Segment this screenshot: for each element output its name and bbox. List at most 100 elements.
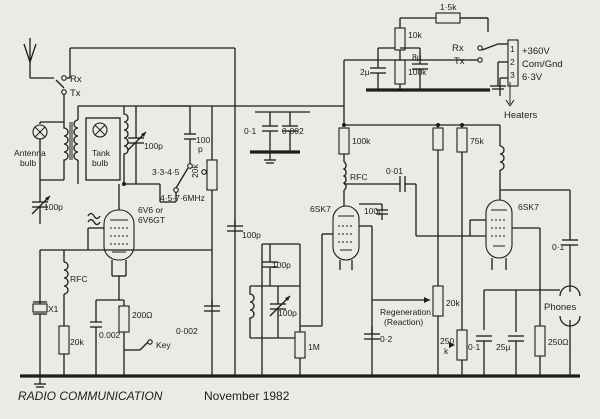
rx-ht-rail: [342, 123, 500, 127]
antenna-bulb-label-1: Antenna: [14, 148, 46, 158]
c-100p-tank-label: 100p: [144, 141, 163, 151]
com-label: Com/Gnd: [522, 59, 563, 70]
c-001: 0·01: [386, 166, 486, 237]
pin3-label: 3: [510, 70, 515, 80]
r-75k-label: 75k: [470, 136, 484, 146]
band-switch: 100 p 3·3-4·5 4·5-7·6MHz: [152, 105, 210, 203]
r-100k-rx: 100k: [338, 127, 371, 155]
osc-left-chain: X1: [32, 228, 212, 376]
regen-label-b: (Reaction): [384, 317, 423, 327]
antenna-bulb-label-2: bulb: [20, 158, 36, 168]
tank-bulb-label-2: bulb: [92, 158, 108, 168]
tube2-label: 6SK7: [310, 204, 331, 214]
r-20k-regen-label: 20k: [446, 298, 460, 308]
pin2-label: 2: [510, 57, 515, 67]
tank-bulb: Tank bulb: [85, 117, 121, 181]
regeneration-pot: 20k Regeneration (Reaction): [372, 125, 460, 376]
rfc2: RFC: [342, 154, 388, 206]
c-01-out-label: 0·1: [552, 242, 565, 252]
tx-label: Tx: [70, 88, 81, 99]
rfc1: RFC 20k: [58, 250, 87, 376]
r-100k-ps-label: 100k: [408, 67, 427, 77]
tube-6sk7-af: 6SK7: [469, 199, 541, 326]
c-100p-tune-label: 100p: [278, 308, 297, 318]
footer: RADIO COMMUNICATION November 1982: [18, 389, 290, 403]
pin1-label: 1: [510, 44, 515, 54]
decoupling-caps: 0·1 0·002: [244, 111, 310, 164]
c-0002-label: 0·002: [282, 126, 304, 136]
key-label: Key: [156, 340, 171, 350]
c-8u-label: 8µ: [412, 52, 422, 62]
antenna-tuning-cap: 100p: [31, 180, 63, 224]
c-01-af-label: 0·1: [468, 342, 481, 352]
c-02-label: 0·2: [380, 334, 393, 344]
c-0002-low-label: 0·002: [176, 326, 198, 336]
r-1k5-label: 1·5k: [440, 2, 457, 12]
heaters-label: Heaters: [504, 110, 538, 121]
ps-tr-switch: Rx Tx: [343, 17, 508, 125]
antenna-symbol: [23, 38, 54, 79]
tube-6sk7-det: 6SK7: [310, 204, 373, 376]
r-75k: 75k: [456, 125, 484, 330]
af-cathode: 0·1 25µ 250Ω: [468, 289, 569, 376]
r-20k-mid-label: 20k: [190, 164, 200, 178]
rfc1-label: RFC: [70, 274, 87, 284]
c-25u-label: 25µ: [496, 342, 510, 352]
antenna-tr-switch: Rx Tx: [55, 47, 236, 376]
rx-label: Rx: [70, 74, 82, 85]
tank-tuning-cap: 100p: [127, 106, 163, 184]
rx-ps-label: Rx: [452, 43, 464, 54]
r-250k-label-b: k: [444, 346, 449, 356]
ht-feed-upper: [160, 105, 344, 376]
c-001-label: 0·01: [386, 166, 403, 176]
hv-label: +360V: [522, 46, 550, 57]
r-250k-label: 250: [440, 336, 454, 346]
c-100p-ant-label: 100p: [44, 202, 63, 212]
c-2u-label: 2µ: [360, 67, 370, 77]
phones-label: Phones: [544, 302, 576, 313]
x1-label: X1: [48, 304, 59, 314]
ps-filter: 1·5k 10k 100k 2µ 8µ: [360, 2, 490, 92]
tank-coil: [122, 105, 160, 186]
r-1m: 1M: [294, 331, 320, 359]
c-100p-tx-label: 100p: [242, 230, 261, 240]
antenna-coil: [40, 105, 124, 184]
regen-label: Regeneration: [380, 307, 431, 317]
c-100p-det-label: 100p: [364, 206, 383, 216]
heat-label: 6·3V: [522, 72, 543, 83]
c-100p-det: 100p: [359, 203, 388, 220]
c-100p-top-label: 100: [196, 135, 210, 145]
tube-6v6: 6V6 or 6V6GT: [88, 184, 165, 272]
output-cap-phones: 0·1 Phones: [544, 239, 581, 376]
tube1-label-b: 6V6GT: [138, 215, 165, 225]
c-100p-top-label-b: p: [198, 144, 203, 154]
r-1m-label: 1M: [308, 342, 320, 352]
publication-label: RADIO COMMUNICATION: [18, 389, 163, 403]
tube3-label: 6SK7: [518, 202, 539, 212]
power-connector: +360V Com/Gnd 6·3V 1 2 3 Heaters: [490, 39, 563, 121]
tube1-label: 6V6 or: [138, 205, 163, 215]
c-02: 0·2: [364, 326, 393, 344]
date-label: November 1982: [204, 389, 290, 403]
af-plate-choke: [499, 125, 571, 240]
r-250k: 250 k: [440, 329, 468, 376]
tx-ps-label: Tx: [454, 56, 465, 67]
r-100k-rx-label: 100k: [352, 136, 371, 146]
rx-input-tank: 100p 100p: [249, 233, 333, 376]
antenna-bulb: Antenna bulb: [14, 121, 64, 180]
r-10k-label: 10k: [408, 30, 422, 40]
c-0002-low: 0·002: [176, 300, 220, 336]
ground-bus: [20, 374, 580, 388]
rfc2-label: RFC: [350, 172, 367, 182]
band-b-label: 4·5-7·6MHz: [160, 193, 205, 203]
r-200-label: 200Ω: [132, 310, 153, 320]
r-250-label: 250Ω: [548, 337, 569, 347]
c-01-label: 0·1: [244, 126, 257, 136]
r-20k-low-label: 20k: [70, 337, 84, 347]
cathode-key-circuit: 200Ω 0.002 Key: [90, 272, 171, 376]
band-a-label: 3·3-4·5: [152, 167, 180, 177]
c-100p-tx: 100p: [227, 220, 261, 240]
tank-bulb-label-1: Tank: [92, 148, 111, 158]
